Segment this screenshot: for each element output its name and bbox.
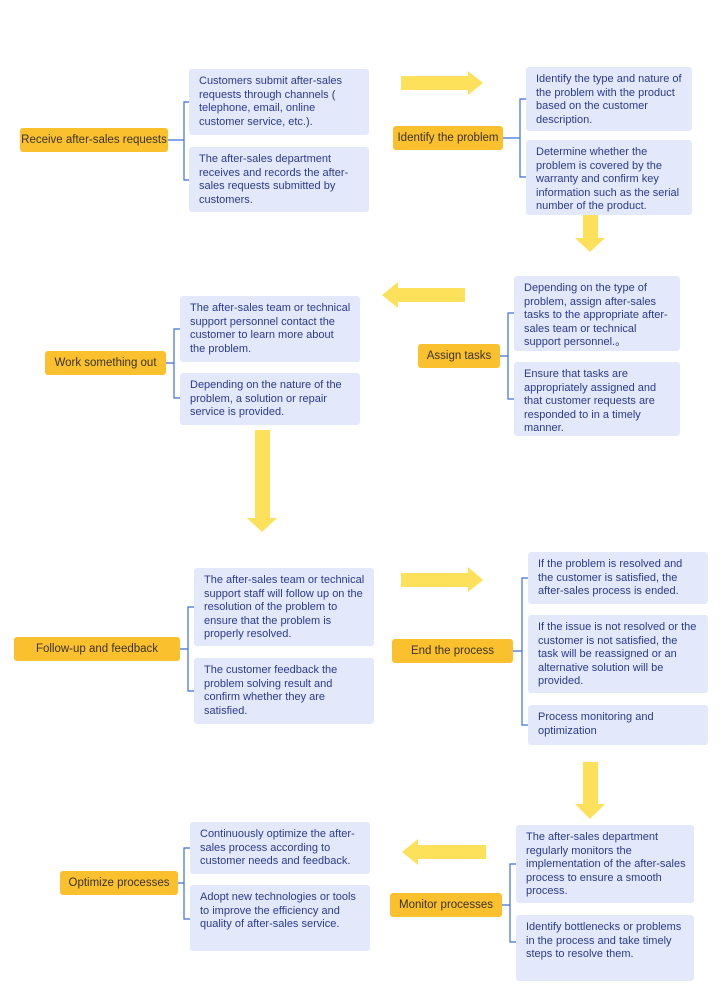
step-label-assign-tasks: Assign tasks xyxy=(418,344,500,368)
step-detail-card: The after-sales team or technical suppor… xyxy=(194,568,374,646)
flow-arrows xyxy=(247,71,605,865)
step-detail-card: The after-sales department receives and … xyxy=(189,147,369,212)
step-detail-card: Identify bottlenecks or problems in the … xyxy=(516,915,694,981)
bracket-connector xyxy=(500,312,514,400)
step-detail-card: Depending on the nature of the problem, … xyxy=(180,373,360,425)
step-detail-card: The customer feedback the problem solvin… xyxy=(194,658,374,724)
step-label-end-process: End the process xyxy=(392,639,513,663)
step-detail-card: Adopt new technologies or tools to impro… xyxy=(190,885,370,951)
step-label-optimize-processes: Optimize processes xyxy=(60,871,178,895)
step-detail-card: Identify the type and nature of the prob… xyxy=(526,67,692,131)
step-detail-card: Depending on the type of problem, assign… xyxy=(514,276,680,351)
step-label-receive-requests: Receive after-sales requests xyxy=(20,128,168,152)
step-detail-card: Continuously optimize the after-sales pr… xyxy=(190,822,370,874)
arrow-left-icon xyxy=(382,282,465,308)
arrow-right-icon xyxy=(401,567,483,592)
bracket-connector xyxy=(178,847,190,920)
step-detail-card: The after-sales team or technical suppor… xyxy=(180,296,360,362)
step-detail-card: Customers submit after-sales requests th… xyxy=(189,69,369,135)
step-detail-card: Determine whether the problem is covered… xyxy=(526,140,692,215)
bracket-connector xyxy=(503,98,526,178)
step-detail-card: Process monitoring and optimization xyxy=(528,705,708,745)
step-label-identify-problem: Identify the problem xyxy=(393,126,503,150)
step-detail-card: If the issue is not resolved or the cust… xyxy=(528,615,708,693)
bracket-connector xyxy=(166,328,180,399)
bracket-connector xyxy=(168,101,189,181)
arrow-left-icon xyxy=(402,839,486,865)
arrow-right-icon xyxy=(401,71,483,95)
step-label-monitor-processes: Monitor processes xyxy=(390,893,502,917)
arrow-down-icon xyxy=(575,762,605,819)
bracket-connector xyxy=(180,606,194,692)
step-detail-card: Ensure that tasks are appropriately assi… xyxy=(514,362,680,436)
bracket-connector xyxy=(513,577,528,726)
step-label-work-something-out: Work something out xyxy=(45,351,166,375)
bracket-connector xyxy=(502,863,516,943)
step-label-follow-up-feedback: Follow-up and feedback xyxy=(14,637,180,661)
arrow-down-icon xyxy=(247,430,277,532)
step-detail-card: The after-sales department regularly mon… xyxy=(516,825,694,903)
step-detail-card: If the problem is resolved and the custo… xyxy=(528,552,708,604)
